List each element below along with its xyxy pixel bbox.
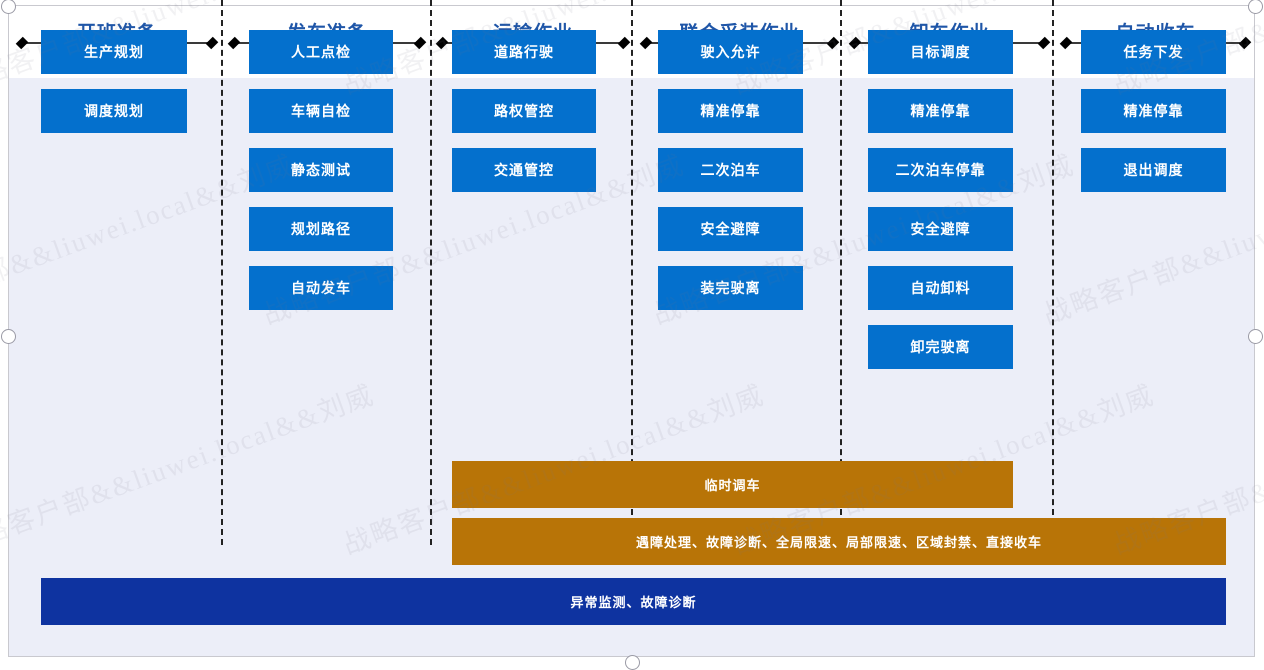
stage-node[interactable]: 路权管控 — [452, 89, 596, 133]
banner-temporary-dispatch[interactable]: 临时调车 — [452, 461, 1013, 508]
column-divider-2 — [430, 0, 432, 545]
stage-column-3: 驶入允许 精准停靠 二次泊车 安全避障 装完驶离 — [658, 30, 803, 325]
stage-node[interactable]: 安全避障 — [868, 207, 1013, 251]
stage-node[interactable]: 生产规划 — [41, 30, 187, 74]
resize-handle-top-left[interactable] — [1, 0, 16, 14]
diamond-left-icon — [848, 36, 862, 50]
stage-node[interactable]: 目标调度 — [868, 30, 1013, 74]
column-divider-1 — [221, 0, 223, 545]
stage-node[interactable]: 二次泊车 — [658, 148, 803, 192]
stage-node[interactable]: 退出调度 — [1081, 148, 1226, 192]
stage-node[interactable]: 卸完驶离 — [868, 325, 1013, 369]
diamond-right-icon — [205, 36, 219, 50]
diamond-left-icon — [639, 36, 653, 50]
diamond-left-icon — [15, 36, 29, 50]
stage-node[interactable]: 道路行驶 — [452, 30, 596, 74]
stage-column-0: 生产规划 调度规划 — [41, 30, 187, 148]
resize-handle-right[interactable] — [1248, 329, 1263, 344]
diamond-left-icon — [435, 36, 449, 50]
diamond-right-icon — [1037, 36, 1051, 50]
stage-node[interactable]: 装完驶离 — [658, 266, 803, 310]
diamond-right-icon — [1238, 36, 1252, 50]
banner-exception-handling[interactable]: 遇障处理、故障诊断、全局限速、局部限速、区域封禁、直接收车 — [452, 518, 1226, 565]
stage-node[interactable]: 人工点检 — [249, 30, 393, 74]
stage-column-4: 目标调度 精准停靠 二次泊车停靠 安全避障 自动卸料 卸完驶离 — [868, 30, 1013, 384]
stage-node[interactable]: 自动发车 — [249, 266, 393, 310]
resize-handle-bottom[interactable] — [625, 655, 640, 670]
stage-node[interactable]: 精准停靠 — [658, 89, 803, 133]
resize-handle-left[interactable] — [1, 329, 16, 344]
stage-node[interactable]: 精准停靠 — [868, 89, 1013, 133]
stage-node[interactable]: 精准停靠 — [1081, 89, 1226, 133]
resize-handle-top-right[interactable] — [1248, 0, 1263, 14]
diamond-right-icon — [826, 36, 840, 50]
stage-node[interactable]: 驶入允许 — [658, 30, 803, 74]
column-divider-5 — [1052, 0, 1054, 545]
stage-node[interactable]: 二次泊车停靠 — [868, 148, 1013, 192]
stage-node[interactable]: 安全避障 — [658, 207, 803, 251]
diamond-right-icon — [617, 36, 631, 50]
stage-node[interactable]: 自动卸料 — [868, 266, 1013, 310]
banner-anomaly-monitoring[interactable]: 异常监测、故障诊断 — [41, 578, 1226, 625]
stage-node[interactable]: 规划路径 — [249, 207, 393, 251]
column-divider-4 — [840, 0, 842, 545]
stage-node[interactable]: 车辆自检 — [249, 89, 393, 133]
diamond-left-icon — [227, 36, 241, 50]
diamond-left-icon — [1059, 36, 1073, 50]
stage-column-5: 任务下发 精准停靠 退出调度 — [1081, 30, 1226, 207]
stage-node[interactable]: 调度规划 — [41, 89, 187, 133]
diamond-right-icon — [413, 36, 427, 50]
stage-node[interactable]: 任务下发 — [1081, 30, 1226, 74]
column-divider-3 — [631, 0, 633, 545]
stage-node[interactable]: 交通管控 — [452, 148, 596, 192]
stage-node[interactable]: 静态测试 — [249, 148, 393, 192]
stage-column-2: 道路行驶 路权管控 交通管控 — [452, 30, 596, 207]
stage-column-1: 人工点检 车辆自检 静态测试 规划路径 自动发车 — [249, 30, 393, 325]
